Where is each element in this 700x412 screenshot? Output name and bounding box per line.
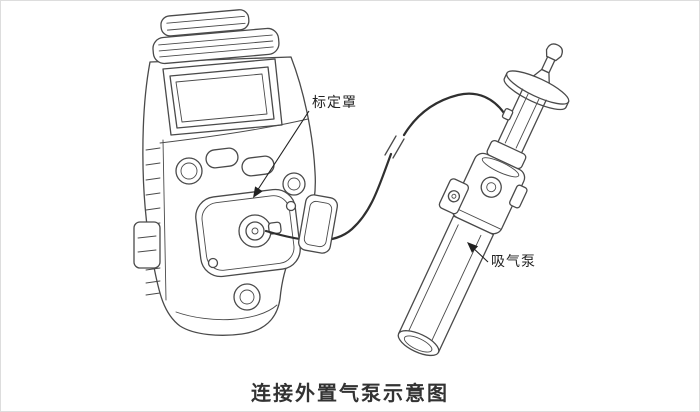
- front-buttons: [175, 147, 306, 196]
- pump-inlet-fitting: [501, 108, 514, 121]
- tube-connector-block: [297, 194, 339, 254]
- leader-line-calibration-cap: [253, 110, 310, 198]
- bottom-sensor: [175, 283, 278, 321]
- connecting-tube: [264, 92, 506, 242]
- figure-caption: 连接外置气泵示意图: [251, 383, 449, 405]
- label-suction-pump: 吸气泵: [491, 253, 536, 269]
- label-calibration-cap: 标定罩: [312, 94, 357, 110]
- suction-pump-illustration: [397, 43, 570, 357]
- side-clamp: [133, 221, 161, 269]
- arrow-suction-pump: [467, 242, 489, 263]
- speaker-grille: [152, 9, 280, 65]
- tube-break-mark: [384, 135, 405, 159]
- display-screen: [162, 58, 283, 136]
- calibration-cap-port: [195, 188, 301, 278]
- gas-detector-illustration: [133, 9, 316, 336]
